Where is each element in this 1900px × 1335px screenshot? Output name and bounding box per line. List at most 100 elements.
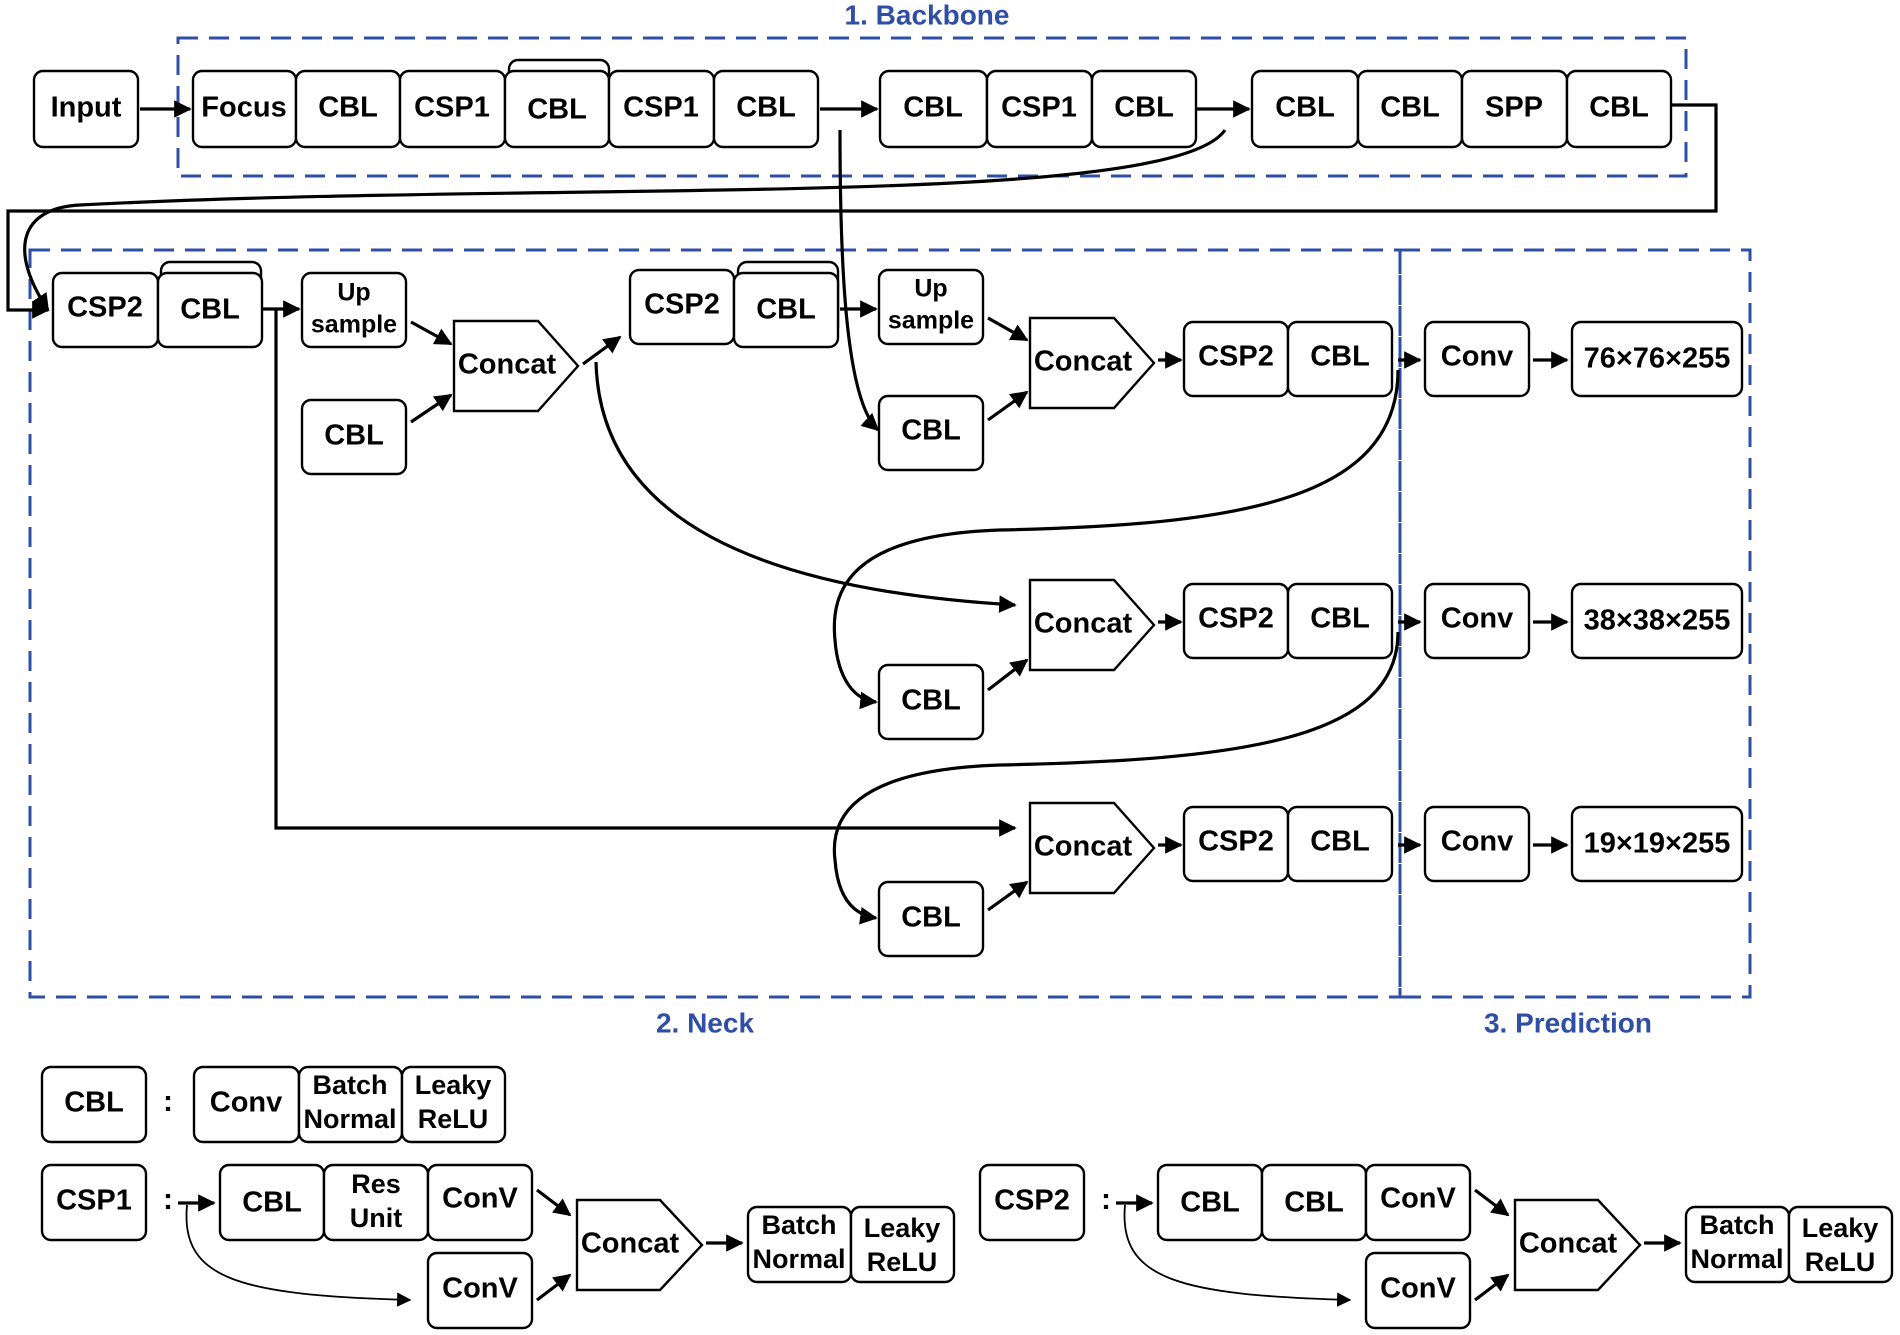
- input-block: Input: [32, 69, 140, 149]
- svg-text:Concat: Concat: [1034, 346, 1133, 378]
- svg-text:CBL: CBL: [901, 685, 961, 717]
- prediction-conv-1: [1423, 320, 1531, 398]
- svg-text::: :: [1101, 1183, 1111, 1216]
- neck-cbl-1-stacked: CBL: [156, 260, 264, 349]
- output-19-label: 19×19×255: [1584, 828, 1731, 860]
- prediction-conv-2-label: Conv: [1441, 603, 1514, 635]
- svg-text:Normal: Normal: [752, 1244, 845, 1274]
- svg-text:CBL: CBL: [901, 902, 961, 934]
- svg-text:CSP1: CSP1: [1001, 92, 1077, 124]
- svg-text:CBL: CBL: [64, 1087, 124, 1119]
- svg-text:CBL: CBL: [242, 1187, 302, 1219]
- neck-cbl-3-stacked: CBL: [732, 260, 840, 349]
- output-38: [1570, 582, 1744, 660]
- svg-text:CBL: CBL: [1180, 1187, 1240, 1219]
- svg-text:Concat: Concat: [581, 1228, 680, 1260]
- svg-text:CSP2: CSP2: [1198, 826, 1274, 858]
- svg-text:CSP2: CSP2: [67, 292, 143, 324]
- backbone-cbl-1: CBL: [294, 69, 402, 149]
- svg-text:ReLU: ReLU: [1805, 1247, 1876, 1277]
- svg-text:CSP2: CSP2: [1198, 603, 1274, 635]
- output-38-label: 38×38×255: [1584, 605, 1731, 637]
- backbone-row: Input Focus CBL CSP1 CBL CSP1 CBL: [32, 58, 1673, 149]
- svg-text:Leaky: Leaky: [415, 1070, 492, 1100]
- prediction-head-2: Conv 38×38×255: [1398, 582, 1744, 660]
- svg-text:ReLU: ReLU: [867, 1247, 938, 1277]
- prediction-head-1: Conv 76×76×255: [1398, 320, 1744, 398]
- svg-text::: :: [163, 1183, 173, 1216]
- prediction-conv-3: [1423, 805, 1531, 883]
- svg-text:CBL: CBL: [901, 415, 961, 447]
- svg-text:CBL: CBL: [903, 92, 963, 124]
- neck-cbl-8: CBL: [877, 880, 985, 958]
- svg-text:Concat: Concat: [1519, 1228, 1618, 1260]
- svg-text:Batch: Batch: [761, 1210, 836, 1240]
- neck-title: 2. Neck: [656, 1007, 754, 1038]
- backbone-csp1-2: CSP1: [607, 69, 716, 149]
- svg-text:Input: Input: [51, 92, 122, 124]
- neck-cbl-4: CBL: [877, 394, 985, 472]
- neck-csp2-5: CSP2: [1182, 805, 1290, 883]
- svg-text:Conv: Conv: [210, 1087, 283, 1119]
- svg-text:CBL: CBL: [1310, 341, 1370, 373]
- svg-text:ConV: ConV: [442, 1273, 518, 1305]
- legend-csp1: CSP1 : CBL Res Unit ConV ConV Concat Bat…: [40, 1163, 956, 1330]
- backbone-cbl-6: CBL: [1250, 69, 1360, 149]
- svg-text:CBL: CBL: [1380, 92, 1440, 124]
- spp-block: SPP: [1460, 69, 1569, 149]
- svg-text:CBL: CBL: [736, 92, 796, 124]
- svg-text:CBL: CBL: [1310, 603, 1370, 635]
- prediction-section: [1398, 248, 1752, 999]
- legend-cbl: CBL : Conv Batch Normal Leaky ReLU: [40, 1065, 507, 1144]
- backbone-csp1-1: CSP1: [398, 69, 507, 149]
- neck-csp2-2: CSP2: [628, 268, 736, 346]
- svg-text:Leaky: Leaky: [864, 1213, 941, 1243]
- svg-text:CBL: CBL: [1310, 826, 1370, 858]
- svg-text:CBL: CBL: [324, 420, 384, 452]
- neck-cbl-7: CBL: [1286, 582, 1394, 660]
- concat-1: Concat: [452, 319, 580, 413]
- backbone-cbl-8: CBL: [1565, 69, 1673, 149]
- neck-cbl-6: CBL: [877, 663, 985, 741]
- neck-cbl-5: CBL: [1286, 320, 1394, 398]
- neck-cbl-9: CBL: [1286, 805, 1394, 883]
- prediction-title: 3. Prediction: [1484, 1007, 1652, 1038]
- svg-text:Unit: Unit: [350, 1203, 402, 1233]
- svg-text:Normal: Normal: [1690, 1244, 1783, 1274]
- backbone-cbl-5: CBL: [1090, 69, 1198, 149]
- svg-text::: :: [163, 1085, 173, 1118]
- svg-text:ConV: ConV: [442, 1183, 518, 1215]
- neck-csp2-3: CSP2: [1182, 320, 1290, 398]
- neck-csp2-4: CSP2: [1182, 582, 1290, 660]
- backbone-cbl-4: CBL: [878, 69, 989, 149]
- prediction-conv-1-label: Conv: [1441, 341, 1514, 373]
- svg-text:CBL: CBL: [1284, 1187, 1344, 1219]
- backbone-csp1-3: CSP1: [985, 69, 1094, 149]
- svg-text:Batch: Batch: [312, 1070, 387, 1100]
- backbone-title: 1. Backbone: [845, 0, 1010, 30]
- neck-bottom-row: Concat CBL CSP2 CBL: [877, 801, 1394, 958]
- svg-text:ConV: ConV: [1380, 1273, 1456, 1305]
- svg-text:CSP1: CSP1: [414, 92, 490, 124]
- concat-3: Concat: [1028, 578, 1156, 672]
- prediction-head-3: Conv 19×19×255: [1398, 805, 1744, 883]
- neck-csp2-1: CSP2: [51, 271, 160, 349]
- svg-text:CSP2: CSP2: [1198, 341, 1274, 373]
- concat-2: Concat: [1028, 316, 1156, 410]
- svg-text:CBL: CBL: [1589, 92, 1649, 124]
- svg-text:CSP2: CSP2: [644, 289, 720, 321]
- svg-text:Res: Res: [351, 1169, 401, 1199]
- neck-middle-row: Concat CBL CSP2 CBL: [877, 578, 1394, 741]
- svg-text:Focus: Focus: [201, 92, 286, 124]
- focus-block: Focus: [191, 69, 298, 149]
- upsample-2: Up sample: [877, 268, 985, 346]
- backbone-section: [176, 36, 1688, 178]
- svg-text:sample: sample: [311, 311, 397, 339]
- svg-text:CSP2: CSP2: [994, 1185, 1070, 1217]
- svg-text:sample: sample: [888, 307, 974, 335]
- svg-text:CBL: CBL: [318, 92, 378, 124]
- svg-text:CSP1: CSP1: [623, 92, 699, 124]
- svg-text:CBL: CBL: [756, 294, 816, 326]
- svg-text:CBL: CBL: [527, 94, 587, 126]
